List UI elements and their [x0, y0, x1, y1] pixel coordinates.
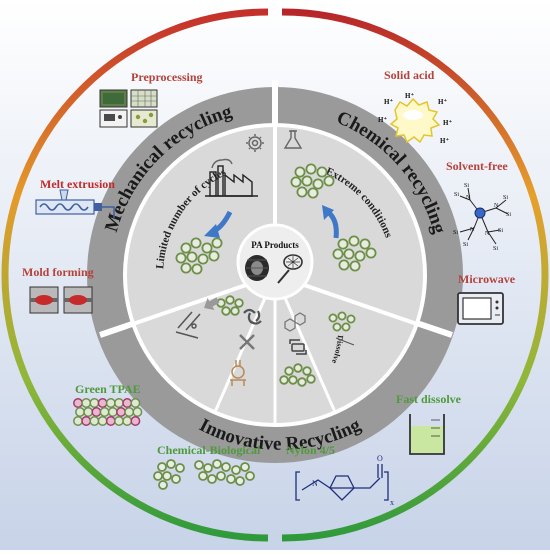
tire-icon [245, 255, 269, 281]
nylon-atoms: N O x [312, 454, 394, 507]
chemical-arrowhead [322, 205, 334, 220]
net-icon [277, 254, 303, 284]
svg-text:O: O [377, 454, 383, 463]
label-green-tpae: Green TPAE [75, 382, 141, 396]
svg-text:Si: Si [506, 212, 511, 218]
swap-icon [289, 339, 307, 355]
svg-text:Si: Si [498, 228, 503, 234]
conveyor-icon [175, 311, 201, 339]
mold-icon [29, 286, 93, 314]
outer-ring-right [281, 8, 549, 542]
h-plus-2: H⁺ [405, 92, 414, 100]
metal-center [474, 207, 486, 219]
dissolve-line [335, 337, 355, 346]
solvent-free-atoms: N N N N Si Si Si Si Si Si Si Si [453, 183, 511, 252]
svg-text:Si: Si [464, 183, 469, 189]
svg-text:Si: Si [493, 246, 498, 252]
preprocessing-icon [99, 89, 158, 128]
factory-icon [205, 158, 258, 197]
extruder-icon [35, 189, 115, 218]
label-nylon: Nylon 4/5 [286, 443, 335, 457]
center-label: PA Products [251, 240, 299, 250]
label-melt-extrusion: Melt extrusion [40, 177, 115, 191]
h-plus-6: H⁺ [440, 137, 449, 145]
svg-text:N: N [485, 231, 490, 237]
svg-text:Si: Si [454, 192, 459, 198]
flask-stand-icon [230, 360, 246, 386]
label-preprocessing: Preprocessing [131, 70, 203, 84]
solid-acid-icon [389, 97, 441, 144]
svg-text:Si: Si [463, 242, 468, 248]
gray-arrow-icon [204, 297, 220, 311]
microwave-icon [457, 292, 504, 325]
pellets-innovative-top [216, 295, 244, 316]
svg-text:N: N [466, 195, 471, 201]
mechanical-arrowhead [204, 224, 220, 238]
h-plus-4: H⁺ [378, 116, 387, 124]
svg-text:Si: Si [503, 195, 508, 201]
gear-icon [246, 134, 264, 152]
svg-text:x: x [390, 498, 394, 507]
h-plus-1: H⁺ [384, 98, 393, 106]
label-fast-dissolve: Fast dissolve [396, 392, 462, 406]
flask-icon [283, 130, 303, 149]
green-tpae-icon [73, 398, 143, 426]
molecule-icon [284, 312, 306, 332]
cross-icon [239, 334, 255, 350]
chemical-biological-icon [153, 459, 255, 490]
svg-text:N: N [470, 227, 475, 233]
nylon-structure-icon [295, 464, 389, 501]
pellets-mechanical [175, 237, 223, 275]
svg-text:N: N [312, 479, 318, 488]
pellets-innovative-bottom [279, 363, 316, 387]
outer-ring-left [1, 8, 269, 542]
solvent-free-molecule-icon [459, 187, 509, 245]
beaker-icon [409, 414, 445, 455]
label-microwave: Microwave [458, 272, 516, 286]
recycle-icon [243, 308, 262, 325]
h-plus-5: H⁺ [443, 119, 452, 127]
svg-text:N: N [494, 203, 499, 209]
h-plus-3: H⁺ [438, 98, 447, 106]
label-solid-acid: Solid acid [384, 68, 435, 82]
pellets-chemical-bottom [332, 235, 377, 272]
svg-text:Si: Si [453, 230, 458, 236]
pellets-innovative-dissolve [328, 311, 356, 332]
label-mold-forming: Mold forming [22, 265, 94, 279]
label-solvent-free: Solvent-free [446, 159, 508, 173]
label-chemical-biological: Chemical-Biological [157, 443, 261, 457]
pellets-chemical-top [290, 163, 335, 199]
